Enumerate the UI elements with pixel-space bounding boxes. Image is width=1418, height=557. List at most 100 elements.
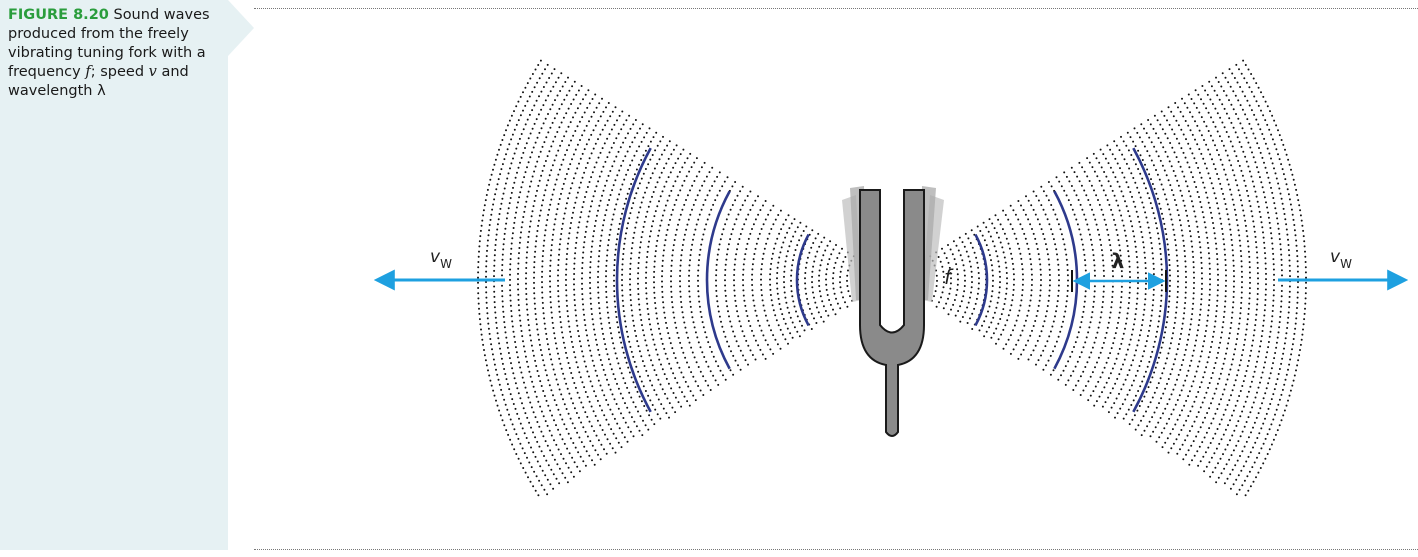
wave-dot-arc	[1070, 166, 1106, 391]
wave-dot-arc	[573, 110, 624, 449]
wave-dot-arc	[517, 80, 576, 478]
wave-dot-arc	[697, 176, 729, 381]
wave-dot-arc	[597, 123, 644, 437]
wave-dot-arc	[976, 225, 995, 332]
top-rule	[254, 8, 1418, 9]
wave-dot-arc	[1221, 72, 1284, 485]
wave-dot-arc	[1174, 102, 1228, 455]
wave-dot-arc	[964, 232, 981, 324]
wave-dot-arc	[557, 102, 610, 455]
velocity-label-left: vW	[430, 247, 452, 271]
wave-fronts	[615, 147, 1169, 413]
wave-dot-arc	[525, 85, 583, 473]
wave-dot-arc	[581, 114, 631, 443]
wave-dot-arc	[797, 229, 814, 330]
wave-dot-arc	[1063, 171, 1097, 386]
wave-dot-arc	[1099, 148, 1140, 408]
wave-dot-arc	[783, 221, 802, 338]
wave-dot-arc	[605, 127, 651, 431]
wave-dot-arc	[733, 195, 760, 361]
wave-dot-arc	[994, 214, 1016, 345]
wave-dot-arc	[1017, 200, 1043, 360]
wave-dot-arc	[811, 236, 826, 323]
wave-dot-arc	[742, 200, 767, 360]
wave-dot-arc	[982, 221, 1002, 338]
wave-dot-arc	[509, 76, 570, 484]
wave-dot-arc	[751, 204, 775, 355]
wave-dot-arc	[1235, 63, 1300, 496]
wave-dot-arc	[1009, 204, 1034, 355]
caption-panel-pointer	[228, 0, 254, 56]
wave-dot-arc	[1002, 209, 1025, 350]
wave-dot-arc	[533, 89, 590, 467]
wavelength-label: λ	[1112, 249, 1125, 273]
wave-dot-arc	[769, 214, 790, 345]
wave-dot-arc	[1133, 127, 1180, 431]
wave-dot-arc	[760, 209, 782, 350]
wave-dot-arc	[1153, 114, 1204, 443]
wave-dot-arc	[1120, 135, 1164, 420]
wave-dot-arc	[1208, 80, 1268, 478]
wave-dots-left	[477, 59, 855, 497]
wave-dot-arc	[724, 190, 752, 366]
velocity-label-right: vW	[1330, 247, 1352, 271]
wave-dot-arc	[589, 119, 637, 438]
wave-dot-arc	[1181, 97, 1236, 461]
wave-dot-arc	[804, 232, 820, 324]
wave-dot-arc	[715, 185, 744, 371]
wavefront-arc	[974, 233, 989, 327]
wave-dots-right	[929, 59, 1308, 497]
caption-speed-symbol: v	[148, 64, 157, 80]
wave-dot-arc	[1092, 152, 1132, 407]
wave-dot-arc	[679, 166, 714, 391]
wave-dot-arc	[653, 152, 692, 407]
wave-dot-arc	[629, 140, 671, 419]
bottom-rule	[254, 549, 1418, 550]
wave-dot-arc	[776, 218, 796, 339]
wave-dot-arc	[832, 247, 844, 310]
wave-dot-arc	[790, 225, 808, 332]
wave-dot-arc	[839, 251, 849, 308]
wavefront-arc	[795, 233, 810, 327]
wave-dot-arc	[1194, 89, 1252, 467]
wave-dot-arc	[1025, 195, 1052, 361]
caption-text-3: and wavelength λ	[8, 64, 189, 99]
wave-dot-arc	[1078, 161, 1115, 396]
wave-dot-arc	[1126, 131, 1172, 426]
wave-dot-arc	[1187, 93, 1244, 466]
caption-frequency-symbol: f	[85, 64, 91, 80]
wave-dot-arc	[1113, 140, 1156, 419]
wave-dot-arc	[688, 171, 721, 386]
caption-text-2: ; speed	[90, 64, 149, 80]
wave-dot-arc	[958, 236, 974, 323]
caption-text-1: Sound waves produced from the freely vib…	[8, 7, 210, 80]
wave-dot-arc	[970, 229, 988, 330]
wave-dot-arc	[501, 72, 563, 485]
wave-dot-arc	[952, 240, 967, 317]
wave-dot-arc	[613, 131, 658, 426]
frequency-label: f	[944, 265, 954, 289]
wavefront-arc	[1132, 147, 1169, 413]
wave-dot-arc	[825, 244, 838, 316]
wave-dot-arc	[1228, 68, 1292, 490]
wave-dot-arc	[493, 68, 556, 490]
wave-dot-arc	[549, 97, 604, 461]
wave-dot-arc	[1147, 119, 1196, 438]
wave-dot-arc	[621, 135, 665, 420]
figure-caption: FIGURE 8.20 Sound waves produced from th…	[8, 6, 222, 101]
wave-dot-arc	[661, 157, 698, 402]
wave-dot-arc	[988, 218, 1009, 339]
tuning-fork-icon	[842, 186, 944, 437]
wave-dot-arc	[477, 59, 542, 497]
wave-dot-arc	[1106, 144, 1148, 414]
wave-dot-arc	[1242, 59, 1308, 497]
wave-dot-arc	[1201, 85, 1260, 473]
wave-dot-arc	[565, 106, 617, 454]
wave-dot-arc	[1086, 157, 1124, 402]
wavefront-arc	[615, 147, 652, 413]
wavefront-arc	[705, 190, 731, 370]
wave-dot-arc	[645, 148, 685, 408]
wave-dot-arc	[1040, 185, 1070, 371]
wave-dot-arc	[947, 244, 960, 316]
